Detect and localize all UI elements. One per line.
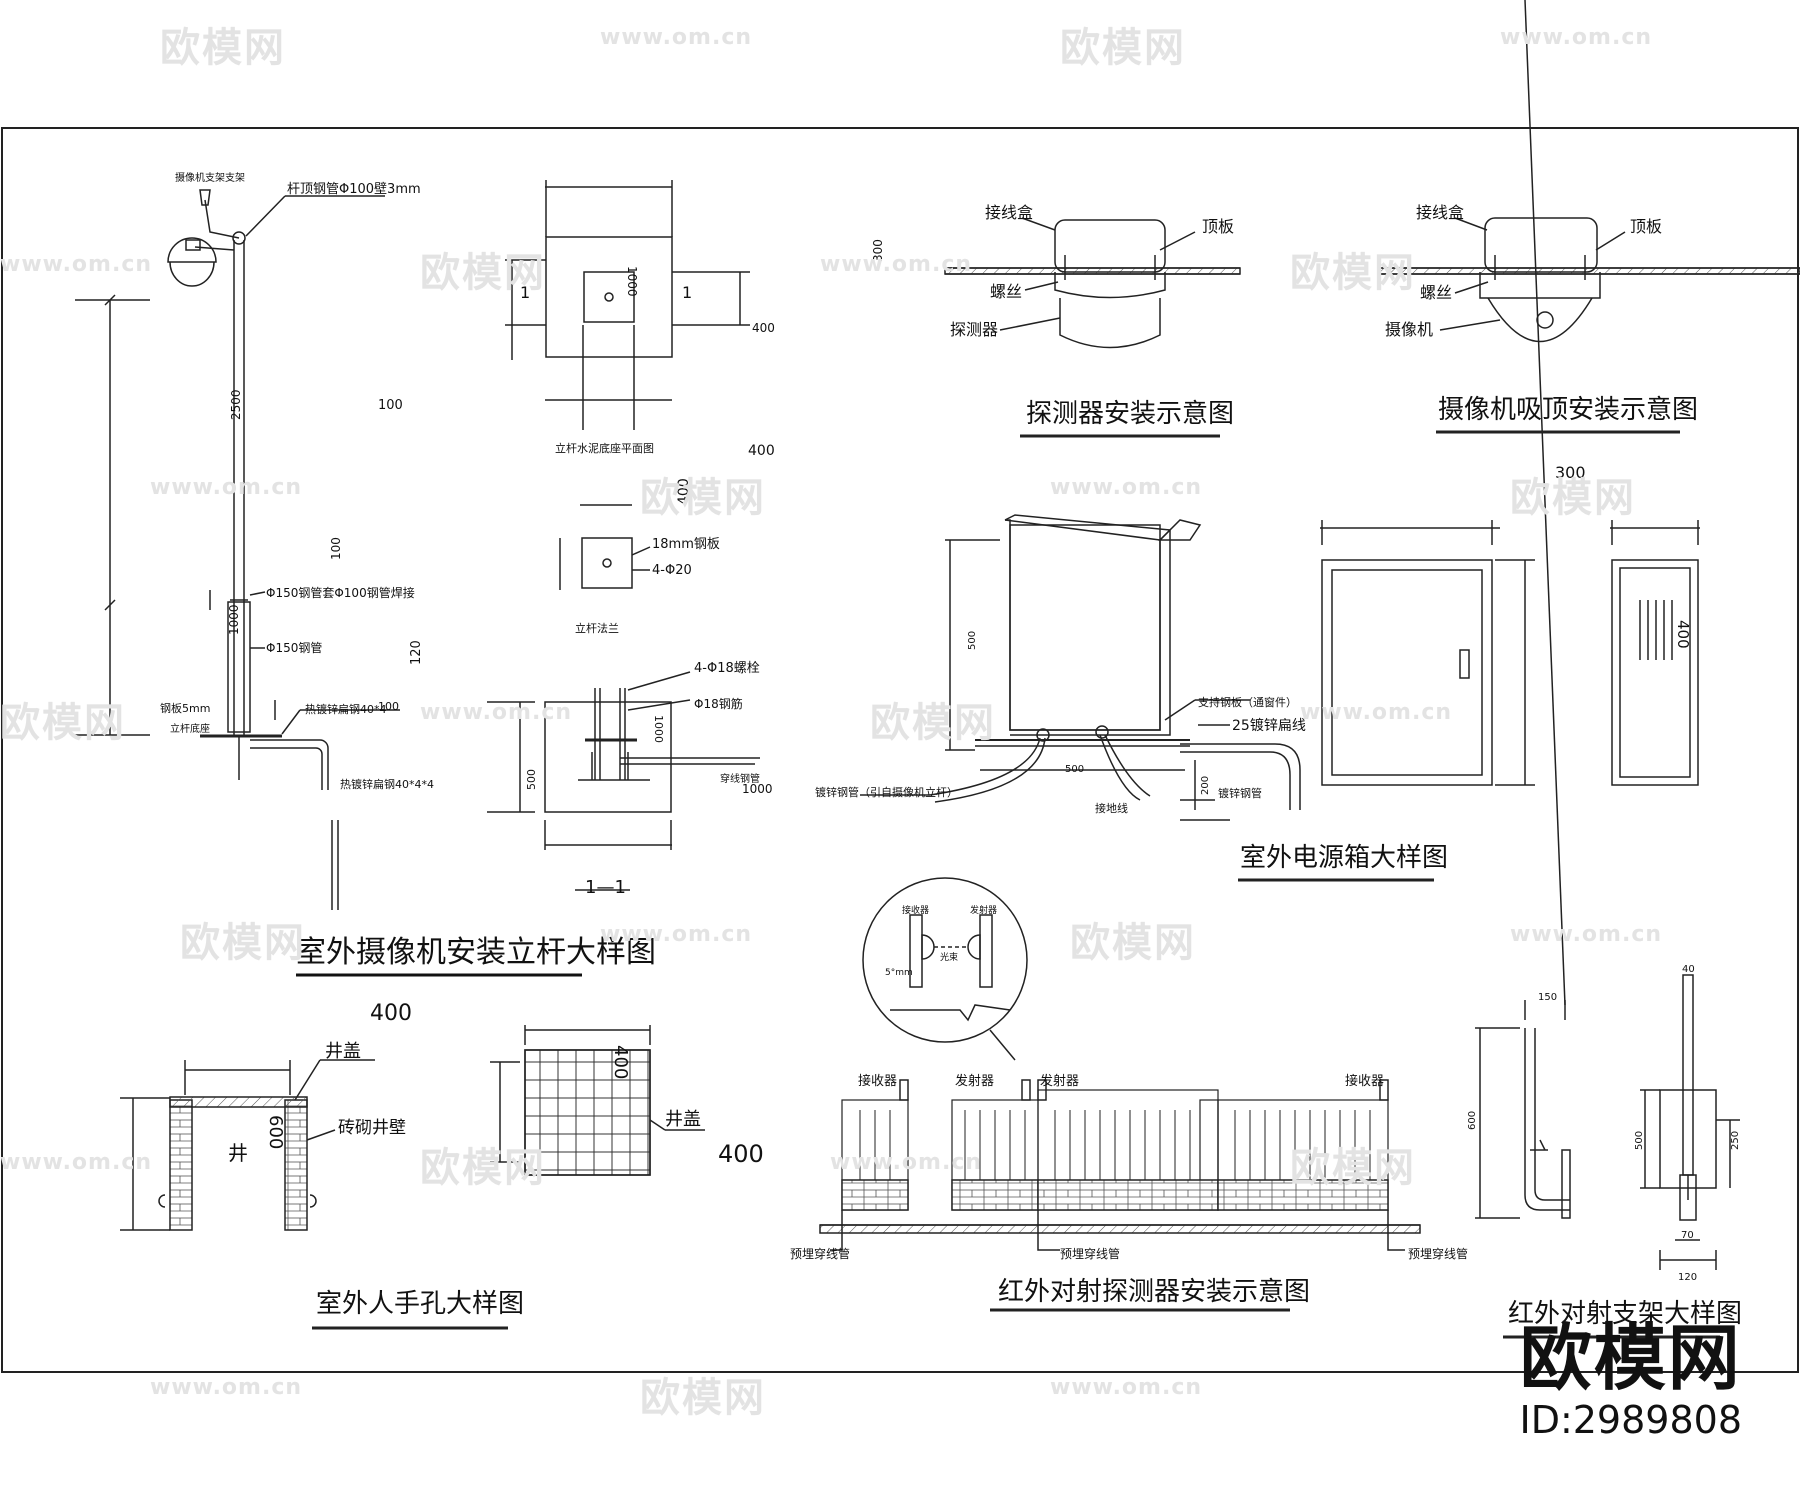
detector-junction-box: 接线盒 [985, 203, 1033, 222]
detector-ceiling: 顶板 [1202, 217, 1234, 236]
power-box-galv-pipe-2: 镀锌钢管 [1218, 786, 1262, 800]
ir-detail-beam: 光束 [940, 951, 958, 963]
power-box-title: 室外电源箱大样图 [1240, 843, 1448, 873]
foundation-plan-label: 立杆水泥底座平面图 [555, 441, 654, 455]
pole-dim-left-120: 120 [409, 640, 424, 665]
pole-spec-label: 杆顶钢管Φ100壁3mm [287, 182, 421, 197]
camera-ceiling-title: 摄像机吸顶安装示意图 [1438, 395, 1698, 425]
foundation-section-label: 1—1 [585, 877, 626, 898]
pole-dim-100: 100 [329, 537, 343, 560]
ir-install-title: 红外对射探测器安装示意图 [998, 1277, 1310, 1307]
ir-install-detail [819, 877, 1421, 1312]
foundation-dim-400-c: 400 [676, 478, 692, 505]
manhole-dim-400-right: 400 [718, 1140, 764, 1168]
ir-conduit-3: 预埋穿线管 [1408, 1246, 1468, 1261]
camera-screw: 螺丝 [1420, 283, 1452, 302]
flange-plate-spec: 18mm钢板 [652, 537, 720, 552]
foundation-dim-400: 400 [752, 321, 775, 335]
ir-bracket-dim-500: 500 [1634, 1131, 1645, 1150]
pole-base-plate: 钢板5mm [160, 701, 210, 715]
camera-device: 摄像机 [1385, 320, 1433, 339]
brand-name: 欧模网 [1519, 1316, 1742, 1400]
power-box-dim-h: 500 [967, 631, 978, 650]
power-box-ground-label: 接地线 [1095, 801, 1128, 815]
manhole-detail [120, 1025, 705, 1330]
power-box-dim-500: 500 [1065, 764, 1084, 775]
ir-bracket-dim-70: 70 [1681, 1230, 1694, 1241]
camera-ceiling: 顶板 [1630, 217, 1662, 236]
pole-title: 室外摄像机安装立杆大样图 [296, 935, 656, 970]
ir-bracket-dim-250: 250 [1730, 1131, 1741, 1150]
power-box-dim-base: 200 [1200, 776, 1211, 795]
foundation-dim-400-b: 400 [748, 443, 775, 459]
pole-dim-2500: 2500 [229, 389, 243, 420]
flange-bolts: 4-Φ20 [652, 563, 692, 578]
foundation-pipe-note: 穿线钢管 [720, 772, 760, 785]
ir-bracket-dim-600: 600 [1467, 1111, 1478, 1130]
ir-bracket-detail [1475, 0, 1740, 1339]
pole-tube-150: Φ150钢管 [266, 640, 322, 655]
power-box-support: 支持钢板（通窗件） [1198, 695, 1297, 709]
ir-bracket-title: 红外对射支架大样图 [1508, 1299, 1742, 1329]
foundation-dim-1000: 1000 [625, 266, 639, 297]
pole-dim-1000: 1000 [227, 604, 241, 635]
pole-tube-joint: Φ150钢管套Φ100钢管焊接 [266, 585, 415, 600]
ir-detail-emitter: 发射器 [970, 904, 997, 916]
foundation-dim-1000-c: 1000 [742, 782, 773, 796]
pole-ground-flat: 热镀锌扁钢40*4 [305, 702, 387, 716]
manhole-cover-label: 井盖 [325, 1041, 361, 1062]
ir-conduit-1: 预埋穿线管 [790, 1246, 850, 1261]
brand-block: 欧模网 ID:2989808 [1519, 1318, 1742, 1442]
manhole-well-label: 井 [228, 1141, 248, 1165]
pole-detail [75, 189, 400, 910]
foundation-details [487, 180, 760, 891]
foundation-rebar: Φ18钢筋 [694, 696, 743, 711]
flange-label: 立杆法兰 [575, 621, 619, 635]
manhole-dim-400-top: 400 [370, 1001, 412, 1026]
manhole-cover-plan: 井盖 [665, 1109, 701, 1130]
sheet-border [1, 127, 1799, 1373]
ir-detail-angle: 5°mm [885, 968, 913, 978]
ir-bracket-dim-150: 150 [1538, 992, 1557, 1003]
foundation-dim-1000-b: 1000 [652, 715, 665, 743]
foundation-dim-500: 500 [525, 769, 538, 790]
pole-top-label: 摄像机支架支架 [175, 171, 245, 184]
ir-bracket-dim-120: 120 [1678, 1272, 1697, 1283]
ir-bracket-dim-40: 40 [1682, 964, 1695, 975]
detector-detail [944, 217, 1241, 438]
pole-ground-flat-2: 热镀锌扁钢40*4*4 [340, 777, 434, 791]
pole-dim-left-100: 100 [378, 398, 403, 413]
manhole-title: 室外人手孔大样图 [316, 1289, 524, 1319]
ir-receiver-label-2: 接收器 [1345, 1073, 1384, 1089]
power-box-dim-300: 300 [1555, 463, 1586, 482]
foundation-section-mark-right: 1 [682, 283, 692, 302]
foundation-dim-100-c: 100 [378, 700, 399, 713]
ir-emitter-label: 发射器 [955, 1073, 994, 1089]
foundation-anchor: 4-Φ18螺栓 [694, 661, 760, 676]
manhole-dim-600: 600 [265, 1115, 286, 1149]
detector-device: 探测器 [950, 320, 998, 339]
power-box-ground-wire: 25镀锌扁线 [1232, 717, 1306, 734]
pole-base-label: 立杆底座 [170, 722, 210, 735]
brand-id: ID:2989808 [1519, 1398, 1742, 1442]
detector-screw: 螺丝 [990, 282, 1022, 301]
detector-title: 探测器安装示意图 [1026, 399, 1234, 429]
ir-detail-receiver: 接收器 [902, 904, 929, 916]
ir-conduit-2: 预埋穿线管 [1060, 1246, 1120, 1261]
camera-ceiling-detail [1379, 217, 1800, 434]
ir-emitter-label-2: 发射器 [1040, 1073, 1079, 1089]
power-box-galv-pipe: 镀锌钢管（引自摄像机立杆） [815, 785, 958, 799]
camera-junction-box: 接线盒 [1416, 203, 1464, 222]
power-box-dim-400: 400 [1674, 620, 1692, 649]
detector-dim-300: 300 [871, 239, 885, 262]
ir-receiver-label: 接收器 [858, 1073, 897, 1089]
manhole-wall-label: 砖砌井壁 [338, 1118, 406, 1138]
manhole-dim-400-side: 400 [610, 1045, 631, 1079]
power-box-detail [860, 514, 1700, 882]
foundation-section-mark-left: 1 [520, 283, 530, 302]
